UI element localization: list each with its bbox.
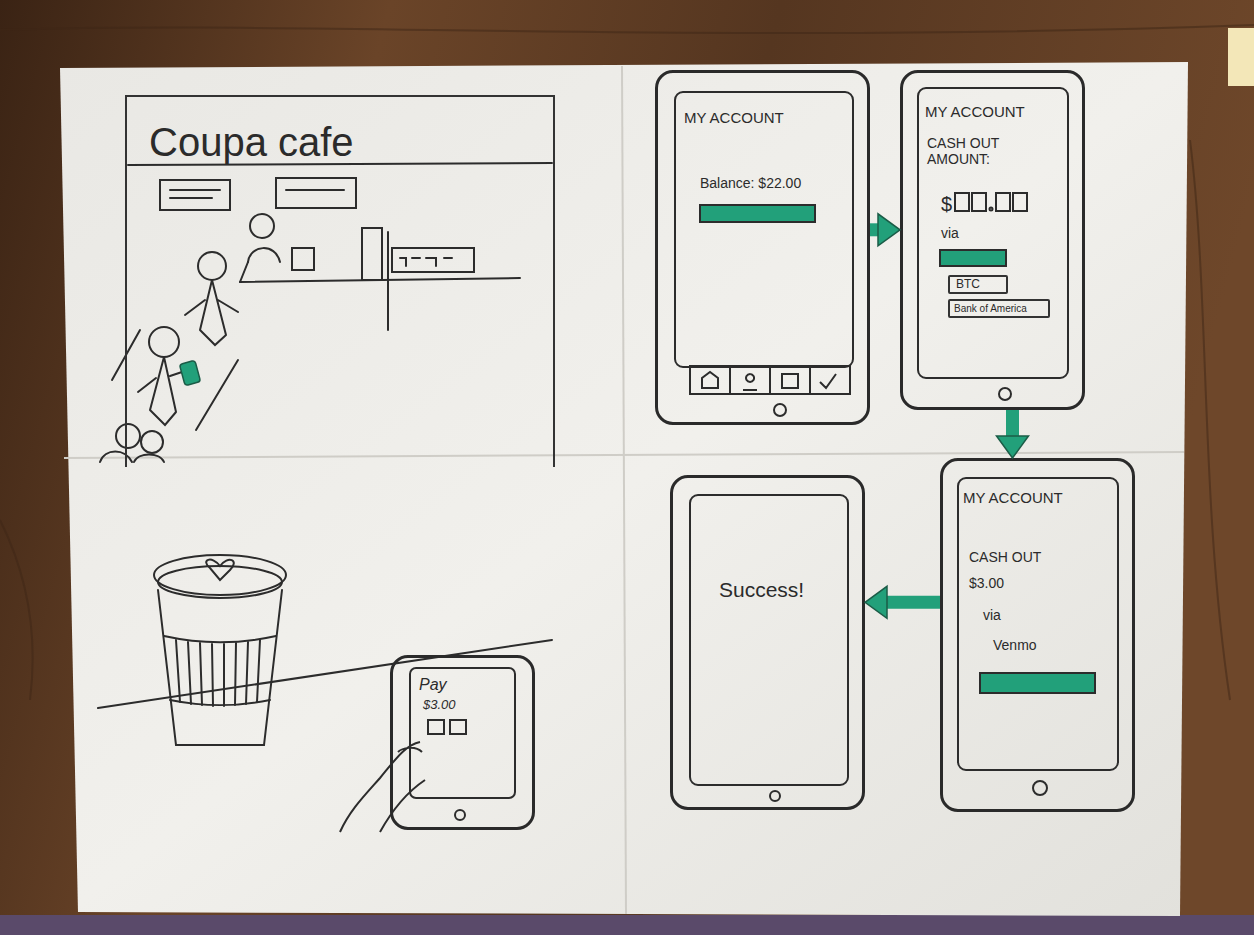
node-text: via: [941, 225, 1001, 241]
flow-arrow: [865, 586, 940, 618]
node-heading: Bank of America: [954, 303, 1050, 315]
node-text: CASH OUT AMOUNT:: [927, 135, 1027, 167]
arrow-head: [878, 214, 900, 246]
phone-screen: MY ACCOUNT Balance: $22.00: [655, 70, 870, 425]
sticky-note: [1228, 28, 1254, 86]
node-text: CASH OUT: [969, 549, 1089, 565]
option-button: BTC: [948, 275, 1008, 294]
node-heading: Coupa cafe: [149, 119, 449, 165]
phone-screen: Success!: [670, 475, 865, 810]
cafe-scene: [100, 163, 552, 462]
storyboard-panel: Coupa cafe: [125, 95, 555, 467]
node-heading: MY ACCOUNT: [963, 489, 1123, 506]
phone-details: [410, 88, 1118, 820]
paper-sheet: [60, 62, 1188, 916]
wood-grain: [0, 25, 1254, 925]
arrow-shaft: [870, 223, 882, 236]
node-text: $: [941, 193, 961, 216]
node-heading: MY ACCOUNT: [684, 109, 844, 126]
purple-edge: [0, 915, 1254, 935]
node-heading: BTC: [956, 278, 1006, 292]
phone-in-hand: [179, 360, 200, 385]
node-text: Balance: $22.00: [700, 175, 850, 191]
arrow-head: [997, 436, 1029, 458]
node-heading: Pay: [419, 676, 499, 694]
flow-arrow: [997, 410, 1029, 458]
node-text: via: [983, 607, 1063, 623]
flow-arrow: [870, 214, 900, 246]
phone-screen: Pay $3.00: [390, 655, 535, 830]
phone-screen: MY ACCOUNT CASH OUT AMOUNT: $ viaBTC Bank of…: [900, 70, 1085, 410]
phone-screen: MY ACCOUNT CASH OUT $3.00 viaVenmo: [940, 458, 1135, 812]
fold-line: [622, 66, 626, 914]
arrow-head: [865, 586, 887, 618]
option-button: Bank of America: [948, 299, 1050, 318]
green-button: [700, 205, 1095, 693]
node-text: $3.00: [969, 575, 1089, 591]
arrow-shaft: [883, 596, 940, 609]
arrow-shaft: [1006, 410, 1019, 440]
node-heading: MY ACCOUNT: [925, 103, 1065, 120]
hand: [340, 742, 425, 832]
coffee-cup: [98, 555, 552, 745]
node-text: Venmo: [993, 637, 1093, 653]
node-heading: Success!: [719, 578, 849, 602]
node-text: $3.00: [423, 698, 503, 713]
